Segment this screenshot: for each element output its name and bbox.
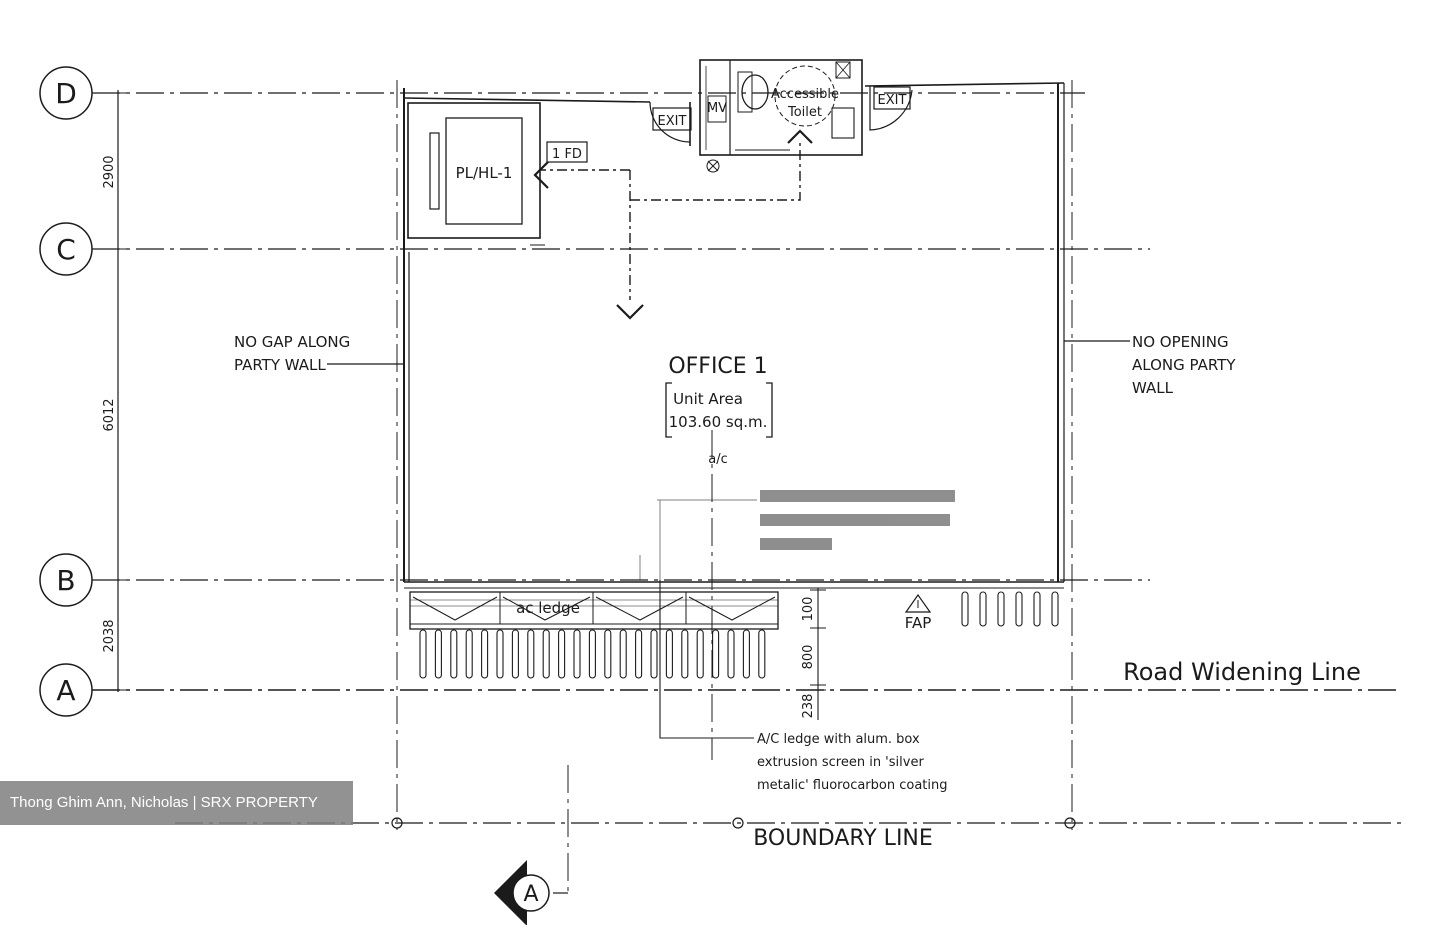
screen-fin (1015, 591, 1023, 627)
road-widening-label: Road Widening Line (1123, 658, 1361, 686)
screen-fin (696, 629, 704, 679)
dim-ba: 2038 (102, 619, 117, 652)
svg-text:NO OPENING: NO OPENING (1132, 333, 1229, 351)
basin (831, 107, 855, 139)
ac-label: a/c (708, 452, 728, 467)
grid-lines (92, 80, 1405, 895)
ledge-dimensions: 100 800 238 (801, 588, 826, 720)
note-right-party-wall: NO OPENING ALONG PARTY WALL (1064, 333, 1236, 397)
mv-box (707, 95, 727, 123)
svg-text:C: C (56, 233, 76, 266)
screen-fin (496, 629, 504, 679)
dim-dc: 2900 (102, 155, 117, 188)
svg-text:Accessible: Accessible (771, 87, 839, 102)
screen-fin (588, 629, 596, 679)
screen-fin (681, 629, 689, 679)
office-1-label: OFFICE 1 Unit Area 103.60 sq.m. a/c (665, 354, 773, 467)
screen-fin (1051, 591, 1059, 627)
svg-text:Toilet: Toilet (787, 105, 822, 120)
dim-cb: 6012 (102, 398, 117, 431)
svg-text:metalic' fluorocarbon coating: metalic' fluorocarbon coating (757, 778, 948, 793)
svg-text:A/C ledge with alum. box: A/C ledge with alum. box (757, 732, 920, 747)
screen-fin (619, 629, 627, 679)
svg-text:100: 100 (801, 597, 816, 622)
watermark: Thong Ghim Ann, Nicholas | SRX PROPERTY (0, 781, 353, 825)
svg-text:D: D (55, 77, 77, 110)
note-ac-ledge: A/C ledge with alum. box extrusion scree… (659, 580, 948, 793)
screen-fin (527, 629, 535, 679)
svg-text:1 FD: 1 FD (552, 147, 582, 162)
escape-route (533, 129, 813, 320)
lift-label: PL/HL-1 (456, 164, 513, 182)
screen-fin (450, 629, 458, 679)
ac-screen-fins (419, 591, 1059, 679)
screen-fin (712, 629, 720, 679)
screen-fin (997, 591, 1005, 627)
screen-fin (542, 629, 550, 679)
screen-fin (742, 629, 750, 679)
area-value: 103.60 sq.m. (669, 413, 768, 431)
svg-text:PARTY WALL: PARTY WALL (234, 356, 326, 374)
grid-bubble-d: D (39, 66, 93, 120)
area-label: Unit Area (673, 390, 743, 408)
svg-text:800: 800 (801, 645, 816, 670)
screen-fin (465, 629, 473, 679)
office-walls (403, 82, 1065, 589)
fire-door-tag: 1 FD (546, 141, 588, 163)
svg-text:NO GAP ALONG: NO GAP ALONG (234, 333, 350, 351)
fap-marker: FAP (905, 593, 932, 632)
svg-text:WALL: WALL (1132, 379, 1174, 397)
screen-fin (665, 629, 673, 679)
screen-fin (419, 629, 427, 679)
ac-ledge: ac ledge (409, 591, 779, 630)
svg-text:A: A (56, 674, 75, 707)
screen-fin (558, 629, 566, 679)
boundary-label: BOUNDARY LINE (753, 826, 933, 851)
svg-text:ALONG PARTY: ALONG PARTY (1132, 356, 1236, 374)
turning-circle (774, 65, 836, 127)
fap-label: FAP (905, 614, 932, 632)
screen-fin (758, 629, 766, 679)
grid-bubble-b: B (39, 553, 93, 607)
screen-fin (604, 629, 612, 679)
note-left-party-wall: NO GAP ALONG PARTY WALL (234, 333, 404, 374)
screen-fin (434, 629, 442, 679)
lift: PL/HL-1 (407, 102, 545, 246)
blurred-annotation (639, 490, 955, 580)
screen-fin (573, 629, 581, 679)
svg-text:A: A (523, 882, 538, 907)
svg-text:EXIT: EXIT (658, 114, 687, 129)
screen-fin (650, 629, 658, 679)
grid-bubble-a: A (39, 663, 93, 717)
screen-fin (481, 629, 489, 679)
screen-fin (961, 591, 969, 627)
grid-bubble-c: C (39, 222, 93, 276)
exit-right: EXIT (869, 86, 913, 131)
svg-text:MV: MV (707, 101, 727, 116)
dimension-chain: 2900 6012 2038 (102, 90, 126, 692)
accessible-toilet: MV Accessible Toilet (699, 59, 863, 173)
wc-pan (741, 74, 769, 110)
screen-fin (511, 629, 519, 679)
ac-ledge-label: ac ledge (516, 599, 580, 617)
screen-fin (979, 591, 987, 627)
svg-text:extrusion screen in 'silver: extrusion screen in 'silver (757, 755, 924, 770)
room-name: OFFICE 1 (668, 354, 767, 379)
svg-text:EXIT: EXIT (878, 93, 907, 108)
section-marker: A (494, 860, 568, 925)
svg-text:238: 238 (801, 694, 816, 719)
screen-fin (727, 629, 735, 679)
screen-fin (635, 629, 643, 679)
svg-text:B: B (56, 564, 75, 597)
exit-left: EXIT (649, 101, 692, 146)
screen-fin (1033, 591, 1041, 627)
